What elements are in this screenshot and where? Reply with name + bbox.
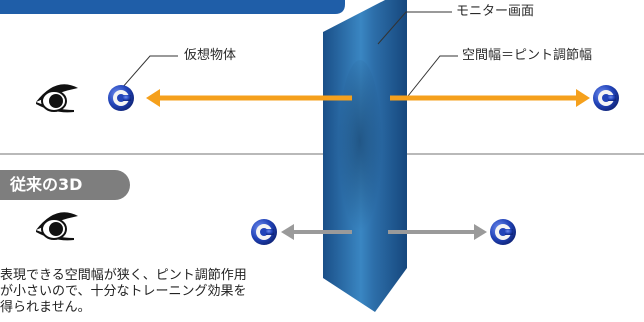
gray-arrow-right-head <box>474 224 487 240</box>
eye-icon <box>36 212 78 241</box>
target-icon <box>490 219 516 245</box>
orange-arrow-left-head <box>146 89 160 107</box>
eye-icon <box>36 84 78 113</box>
description-line: が小さいので、十分なトレーニング効果を <box>0 284 247 299</box>
leader-space-width <box>407 55 458 97</box>
target-icon <box>593 85 619 111</box>
top-banner <box>0 0 345 14</box>
space-width-label: 空間幅＝ピント調節幅 <box>462 48 593 63</box>
section-description: 表現できる空間幅が狭く、ピント調節作用 が小さいので、十分なトレーニング効果を … <box>0 268 300 316</box>
gray-arrow-left-head <box>281 224 294 240</box>
description-line: 表現できる空間幅が狭く、ピント調節作用 <box>0 268 247 283</box>
target-icon <box>251 219 277 245</box>
description-line: 得られません。 <box>0 300 91 315</box>
leader-virtual-object <box>121 55 178 89</box>
orange-arrow-right-head <box>576 89 590 107</box>
virtual-object-label: 仮想物体 <box>184 48 237 63</box>
monitor-shade <box>338 60 382 240</box>
monitor-label: モニター画面 <box>456 4 535 19</box>
leader-monitor <box>377 11 452 45</box>
target-icon <box>108 85 134 111</box>
section-title-pill: 従来の3D <box>0 170 130 200</box>
